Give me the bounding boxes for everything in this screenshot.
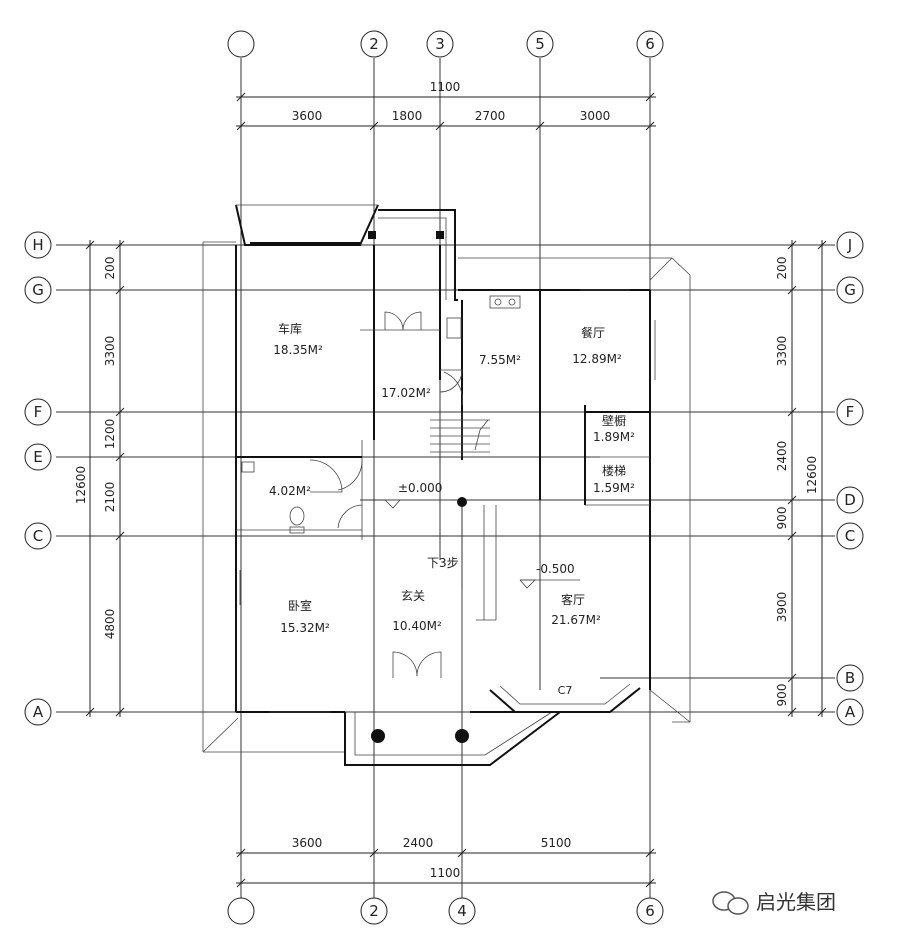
- grid-right-D: D: [844, 491, 856, 509]
- grid-bottom-6: 6: [645, 902, 655, 920]
- grid-bottom-2: 2: [369, 902, 379, 920]
- grid-bubbles-top: 2 3 5 6: [227, 30, 664, 58]
- grid-lines-horizontal: [56, 244, 835, 713]
- grid-right-B: B: [845, 669, 855, 687]
- dim-bottom-2: 2400: [403, 836, 434, 850]
- dimension-bottom: 3600 2400 5100 1100: [236, 836, 656, 888]
- room-stairs-area: 1.59M²: [593, 481, 635, 495]
- room-storage-name: 壁橱: [602, 413, 626, 428]
- fixtures: [241, 295, 521, 534]
- watermark-text: 启光集团: [756, 890, 836, 914]
- dim-right-total: 12600: [805, 456, 819, 494]
- room-storage-area: 1.89M²: [593, 430, 635, 444]
- room-garage-name: 车库: [278, 321, 302, 336]
- grid-bottom-4: 4: [457, 902, 467, 920]
- room-bath-area: 4.02M²: [269, 484, 311, 498]
- room-foyer-area: 10.40M²: [392, 619, 442, 633]
- grid-right-C: C: [845, 527, 855, 545]
- toilet-icon: [289, 506, 305, 526]
- grid-top-6: 6: [645, 35, 655, 53]
- room-bedroom-area: 15.32M²: [280, 621, 330, 635]
- step-down-label: 下3步: [427, 556, 459, 570]
- room-stairs-name: 楼梯: [602, 463, 626, 478]
- stairs: [430, 412, 490, 457]
- stove-icon: [489, 295, 521, 309]
- grid-left-A: A: [33, 703, 44, 721]
- room-living-name: 客厅: [561, 592, 585, 607]
- level-lower: -0.500: [536, 562, 575, 576]
- dim-bottom-1: 3600: [292, 836, 323, 850]
- room-bedroom-name: 卧室: [288, 598, 312, 613]
- grid-left-C: C: [33, 527, 43, 545]
- grid-right-F: F: [846, 403, 855, 421]
- watermark: 启光集团: [712, 890, 836, 915]
- room-garage-area: 18.35M²: [273, 343, 323, 357]
- dim-top-1: 3600: [292, 109, 323, 123]
- dimension-top: 1100 3600 1800 2700 3000: [236, 80, 656, 131]
- room-kitchen-area: 7.55M²: [479, 353, 521, 367]
- dim-bottom-3: 5100: [541, 836, 572, 850]
- grid-left-E: E: [33, 448, 42, 466]
- dim-right-2: 3300: [775, 336, 789, 367]
- grid-bubbles-bottom: 2 4 6: [227, 897, 664, 925]
- basin-icon: [241, 461, 255, 473]
- room-dining-name: 餐厅: [581, 325, 605, 340]
- dim-top-total: 1100: [430, 80, 461, 94]
- grid-left-G: G: [32, 281, 44, 299]
- dim-top-3: 2700: [475, 109, 506, 123]
- room-labels: 车库 18.35M² 7.55M² 餐厅 12.89M² 17.02M² 壁橱 …: [269, 321, 635, 697]
- dim-right-5: 3900: [775, 592, 789, 623]
- room-foyer-name: 玄关: [401, 588, 425, 603]
- dim-left-4: 2100: [103, 482, 117, 513]
- grid-top-2: 2: [369, 35, 379, 53]
- dim-right-6: 900: [775, 684, 789, 707]
- roof-outline: [202, 241, 691, 753]
- doors: [309, 311, 463, 678]
- grid-bubbles-left: H G F E C A: [24, 231, 52, 726]
- dim-bottom-total: 1100: [430, 866, 461, 880]
- dim-left-1: 200: [103, 257, 117, 280]
- grid-top-3: 3: [435, 35, 445, 53]
- grid-left-H: H: [32, 236, 43, 254]
- grid-lines-vertical: [240, 58, 651, 900]
- room-living-area: 21.67M²: [551, 613, 601, 627]
- dim-right-1: 200: [775, 257, 789, 280]
- grid-right-G: G: [844, 281, 856, 299]
- grid-right-A: A: [845, 703, 856, 721]
- dim-left-2: 3300: [103, 336, 117, 367]
- room-dining-area: 12.89M²: [572, 352, 622, 366]
- dim-left-5: 4800: [103, 609, 117, 640]
- grid-left-F: F: [34, 403, 43, 421]
- room-hall-area: 17.02M²: [381, 386, 431, 400]
- sink-icon: [446, 317, 462, 339]
- dimension-right: 200 3300 2400 900 3900 900 12600: [775, 240, 827, 717]
- level-markers: ±0.000 -0.500 下3步: [384, 481, 580, 589]
- dimension-left: 12600 200 3300 1200 2100 4800: [74, 240, 125, 717]
- dim-right-3: 2400: [775, 441, 789, 472]
- grid-top-5: 5: [535, 35, 545, 53]
- dim-left-3: 1200: [103, 419, 117, 450]
- columns: [368, 231, 469, 743]
- dim-top-4: 3000: [580, 109, 611, 123]
- dim-left-total: 12600: [74, 466, 88, 504]
- chat-bubble-icon: [712, 891, 749, 915]
- bay-window-label: C7: [558, 684, 573, 697]
- grid-bubbles-right: J G F D C B A: [836, 231, 864, 726]
- exterior-walls: [235, 204, 656, 766]
- grid-right-J: J: [847, 236, 852, 254]
- dim-right-4: 900: [775, 507, 789, 530]
- dim-top-2: 1800: [392, 109, 423, 123]
- level-upper: ±0.000: [398, 481, 442, 495]
